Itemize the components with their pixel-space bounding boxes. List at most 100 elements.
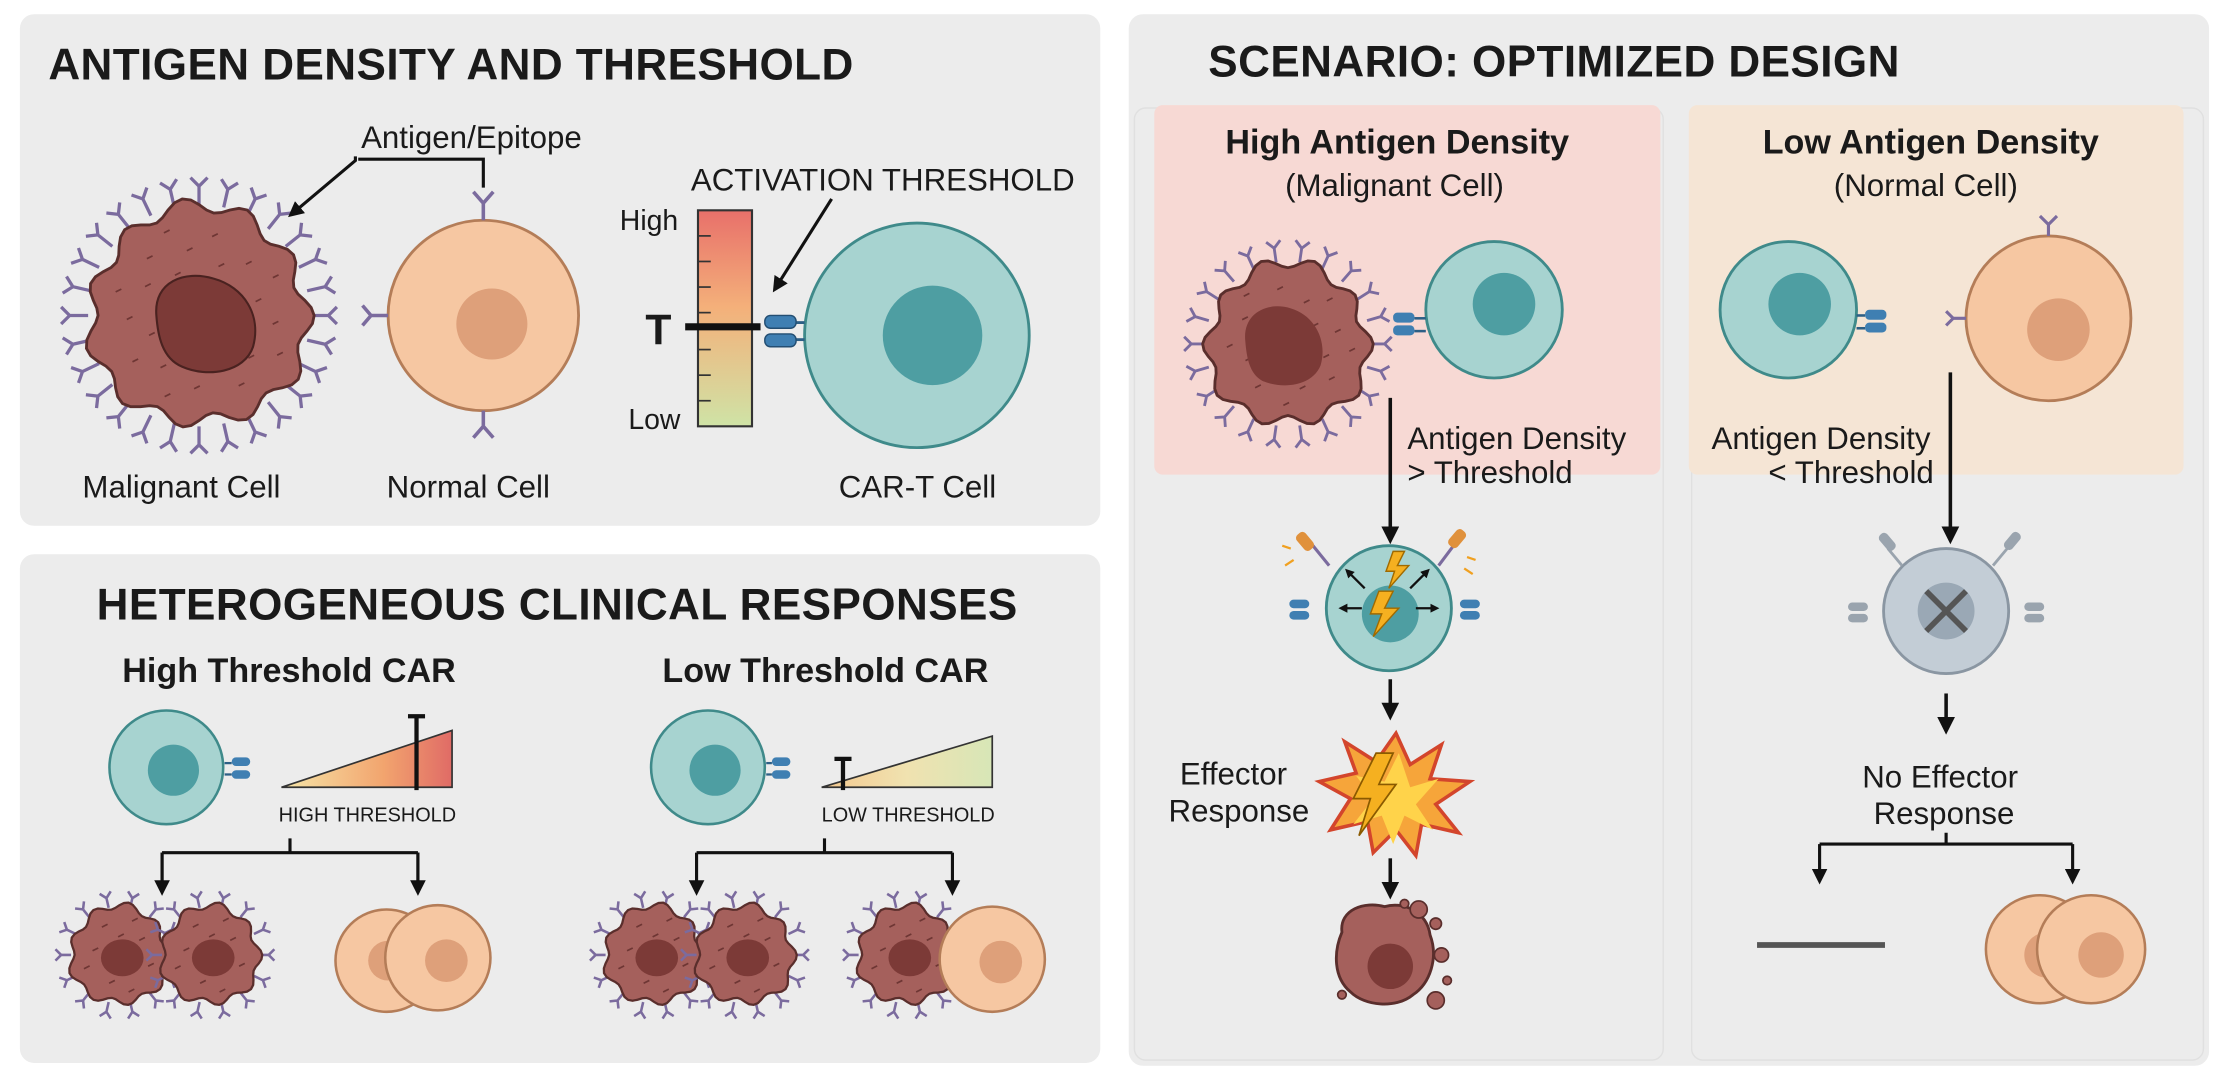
texture-speck	[83, 965, 91, 970]
high-density-scenario: High Antigen Density (Malignant Cell)	[1169, 123, 1627, 1010]
antigen-icon	[1265, 425, 1282, 449]
texture-speck	[248, 354, 255, 359]
threshold-ticks	[697, 235, 711, 402]
malignant-cell-label: Malignant Cell	[82, 469, 280, 504]
panel-antigen-title: ANTIGEN DENSITY AND THRESHOLD	[48, 41, 853, 90]
texture-speck	[618, 965, 625, 970]
antigen-icon	[220, 178, 239, 208]
panel-responses-bg	[19, 554, 1101, 1063]
texture-speck	[108, 979, 116, 985]
texture-speck	[652, 933, 659, 938]
texture-speck	[276, 351, 284, 356]
antigen-icon	[148, 991, 164, 1009]
texture-speck	[222, 917, 230, 922]
antigen-icon	[936, 901, 952, 918]
low-threshold-car-title: Low Threshold CAR	[662, 652, 988, 690]
texture-speck	[272, 320, 279, 325]
antigen-icon	[1366, 307, 1391, 323]
effector-response-line1: Effector	[1180, 756, 1287, 791]
antigen-icon	[1214, 260, 1236, 283]
low-branch-arrows	[696, 838, 953, 855]
car-t-cell	[764, 221, 1031, 450]
antigen-icon	[85, 383, 114, 409]
texture-speck	[1241, 316, 1249, 321]
antigen-icon	[189, 426, 209, 455]
antigen-icon	[284, 222, 313, 248]
car-t-cell-nucleus	[882, 285, 983, 386]
normal-cell-nucleus	[456, 288, 528, 360]
low-car-malignant-targets	[589, 890, 972, 1020]
high-car-normal-targets	[334, 903, 492, 1014]
panel-clinical-responses: HETEROGENEOUS CLINICAL RESPONSES High Th…	[19, 554, 1101, 1063]
high-density-subtitle: (Malignant Cell)	[1285, 168, 1504, 203]
antigen-icon	[1185, 365, 1210, 381]
panel-antigen-density: ANTIGEN DENSITY AND THRESHOLD Antigen/Ep…	[19, 14, 1101, 526]
antigen-icon	[70, 362, 100, 384]
antigen-icon	[724, 1001, 738, 1020]
panel-scenario: SCENARIO: OPTIMIZED DESIGN High Antigen …	[1128, 14, 2210, 1066]
antigen-icon	[1294, 425, 1311, 449]
texture-speck	[147, 962, 155, 967]
antigen-icon	[189, 1001, 203, 1020]
antigen-icon	[74, 901, 91, 918]
antigen-icon	[1237, 246, 1255, 270]
antigen-icon	[1237, 418, 1255, 442]
activation-signal-arrows	[1338, 568, 1440, 613]
texture-speck	[662, 988, 670, 993]
texture-speck	[1322, 353, 1330, 359]
low-scenario-receptor-icon	[1856, 309, 1887, 333]
antigen-icon	[774, 901, 790, 918]
texture-speck	[192, 923, 199, 928]
antigen-icon	[1356, 281, 1380, 301]
texture-speck	[245, 260, 253, 265]
texture-speck	[138, 936, 146, 942]
antigen-icon	[724, 890, 738, 909]
low-scenario-normal-cell	[1945, 214, 2133, 403]
texture-speck	[764, 936, 771, 942]
texture-speck	[1334, 328, 1342, 334]
high-car-malignant-targets	[54, 890, 276, 1020]
scenario-car-t-cell	[1393, 240, 1564, 380]
antigen-icon	[700, 901, 716, 918]
high-car-receptor-icon	[224, 757, 251, 779]
antigen-icon	[61, 275, 92, 295]
antigen-icon	[633, 1001, 647, 1020]
texture-speck	[915, 988, 923, 993]
texture-speck	[199, 979, 207, 985]
antigen-icon	[886, 890, 900, 909]
low-threshold-label: LOW THRESHOLD	[822, 804, 995, 826]
effector-response-line2: Response	[1169, 793, 1310, 828]
antigen-icon	[220, 423, 239, 453]
antigen-icon	[1340, 260, 1362, 283]
high-threshold-car: High Threshold CAR HIGH THRESHOLD	[54, 652, 492, 1020]
car-t-cell-label: CAR-T Cell	[839, 469, 996, 504]
high-branch-arrows	[160, 838, 420, 884]
malignant-antigen-receptors	[59, 176, 339, 455]
texture-speck	[208, 933, 216, 938]
texture-speck	[238, 962, 246, 967]
antigen-icon	[936, 991, 952, 1009]
panel-scenario-title: SCENARIO: OPTIMIZED DESIGN	[1208, 38, 1900, 87]
high-threshold-label: HIGH THRESHOLD	[279, 804, 456, 826]
texture-speck	[160, 364, 167, 369]
texture-speck	[164, 393, 171, 398]
surviving-normal-cells	[1984, 893, 2147, 1005]
malignant-nucleus	[155, 274, 257, 374]
no-effector-line2: Response	[1874, 796, 2015, 831]
texture-speck	[1276, 285, 1284, 291]
antigen-icon	[1196, 281, 1220, 301]
epitope-callout-line-normal	[358, 157, 485, 188]
texture-speck	[229, 936, 237, 942]
inactive-car-t-cell	[1848, 531, 2045, 675]
texture-speck	[163, 229, 170, 234]
texture-speck	[126, 315, 133, 321]
normal-cell-antigen-left	[361, 304, 389, 327]
antigen-icon	[298, 247, 328, 269]
texture-speck	[635, 923, 643, 928]
texture-speck	[926, 936, 933, 942]
normal-cell-antigen-top	[472, 190, 495, 221]
texture-speck	[643, 979, 650, 985]
normal-cell-label: Normal Cell	[387, 469, 550, 504]
antigen-icon	[253, 921, 271, 936]
